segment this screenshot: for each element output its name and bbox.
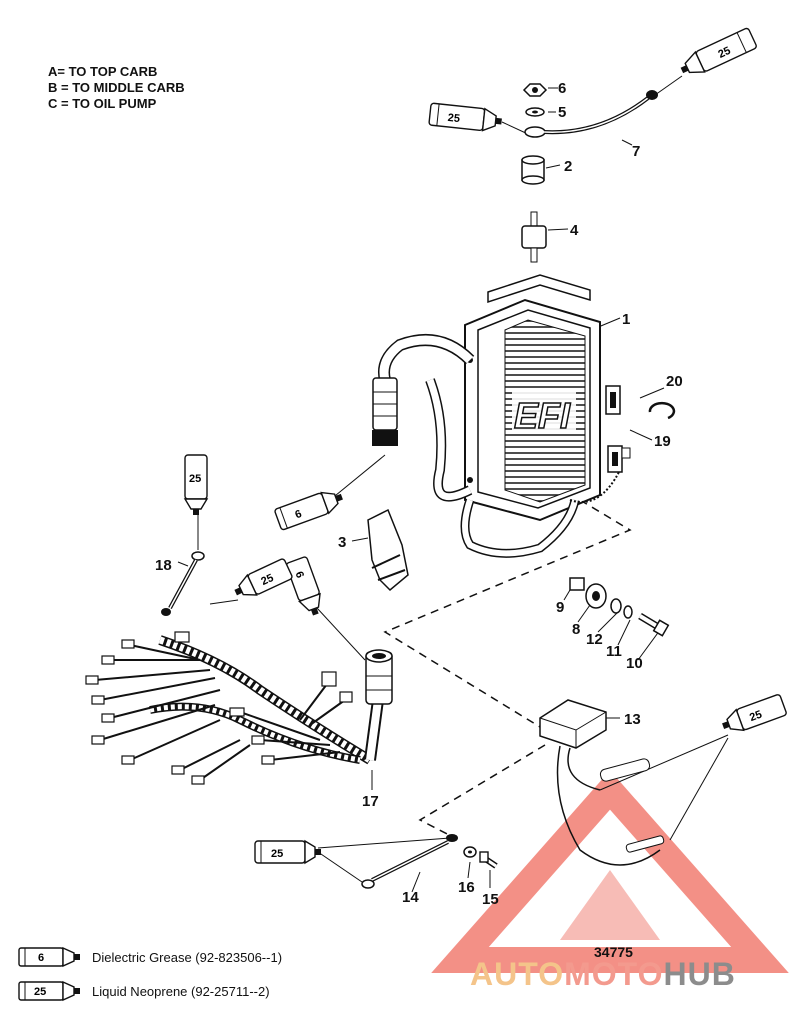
legend-neoprene: 25 Liquid Neoprene (92-25711--2) <box>18 980 270 1002</box>
callout-12: 12 <box>586 631 603 648</box>
tube-label: 25 <box>748 709 764 724</box>
notes-block: A= TO TOP CARB B = TO MIDDLE CARB C = TO… <box>48 64 185 112</box>
callout-2: 2 <box>564 158 572 175</box>
callout-15: 15 <box>482 891 499 908</box>
note-c: C = TO OIL PUMP <box>48 96 157 111</box>
callout-19: 19 <box>654 433 671 450</box>
legend-neoprene-number: 25 <box>34 986 46 998</box>
grease-tube-plug: 6 <box>274 491 343 531</box>
callout-14: 14 <box>402 889 419 906</box>
callout-1: 1 <box>622 311 630 328</box>
grease-tube-icon: 6 <box>18 946 80 968</box>
legend-grease-number: 6 <box>38 952 44 964</box>
watermark-part-2: MOTO <box>564 956 664 992</box>
part-19-connector <box>605 385 631 473</box>
callout-13: 13 <box>624 711 641 728</box>
watermark-logo: AUTOMOTOHUB <box>470 956 736 993</box>
tube-label: 25 <box>259 572 275 588</box>
callout-7: 7 <box>632 143 640 160</box>
callout-20: 20 <box>666 373 683 390</box>
callout-9: 9 <box>556 599 564 616</box>
note-b: B = TO MIDDLE CARB <box>48 80 185 95</box>
part-20-clip <box>648 401 676 420</box>
neoprene-tube-13: 25 <box>722 694 787 732</box>
legend-grease-label: Dielectric Grease (92-823506--1) <box>92 949 283 965</box>
neoprene-tube-18 <box>183 454 209 515</box>
part-15-screw <box>479 851 498 869</box>
grease-tube-harness: 6 <box>285 556 321 616</box>
legend-neoprene-label: Liquid Neoprene (92-25711--2) <box>92 983 270 999</box>
watermark-part-1: AUTO <box>470 956 565 992</box>
note-a: A= TO TOP CARB <box>48 64 158 79</box>
part-6-nut <box>522 83 548 97</box>
part-13-rectifier <box>539 699 665 866</box>
part-1-efi-module: EFI <box>464 274 601 522</box>
harness-terminals <box>85 631 353 785</box>
part-9-bushing <box>569 577 585 591</box>
part-2-spacer <box>521 155 545 185</box>
dashed-ground-lines <box>383 499 632 839</box>
figure-number: 34775 <box>594 944 633 960</box>
tube-label: 6 <box>294 508 304 521</box>
module-harness-cable <box>378 334 580 558</box>
leader-lines <box>177 75 729 893</box>
harness-connector-plug <box>365 649 393 705</box>
neoprene-tube-top-left: 25 <box>428 102 502 132</box>
neoprene-tube-18b: 25 <box>234 558 293 596</box>
callout-5: 5 <box>558 104 566 121</box>
efi-logo: EFI <box>514 395 571 436</box>
tube-18-label: 25 <box>189 473 201 485</box>
callout-16: 16 <box>458 879 475 896</box>
part-8-grommet <box>585 583 607 609</box>
neoprene-tube-14: 25 <box>254 839 321 865</box>
part-16-washer <box>463 846 477 858</box>
callout-17: 17 <box>362 793 379 810</box>
callout-10: 10 <box>626 655 643 672</box>
part-12-washer <box>610 598 622 614</box>
tube-label: 25 <box>716 45 732 61</box>
part-17-main-harness <box>94 635 384 781</box>
callout-4: 4 <box>570 222 579 239</box>
neoprene-tube-icon: 25 <box>18 980 80 1002</box>
callout-3: 3 <box>338 534 346 551</box>
part-18-lead <box>161 551 205 616</box>
part-7-ground-lead <box>524 90 658 138</box>
callout-18: 18 <box>155 557 172 574</box>
tube-label: 25 <box>271 848 283 860</box>
tube-label: 25 <box>447 112 460 125</box>
callout-6: 6 <box>558 80 566 97</box>
watermark-part-3: HUB <box>663 956 736 992</box>
part-5-washer <box>525 107 545 117</box>
legend-grease: 6 Dielectric Grease (92-823506--1) <box>18 946 282 968</box>
tube-label: 6 <box>293 570 306 580</box>
sensor-wire <box>569 469 621 503</box>
part-14-lead <box>361 834 458 889</box>
callout-8: 8 <box>572 621 580 638</box>
part-11-washer <box>623 605 633 619</box>
part-10-bolt <box>638 612 670 637</box>
neoprene-tube-top-right: 25 <box>680 27 757 74</box>
module-connector-plug <box>372 377 398 446</box>
part-3-bracket <box>367 508 409 592</box>
part-4-mount <box>521 211 547 263</box>
callout-numbers: 1 2 3 4 5 6 7 8 9 10 11 12 13 14 15 16 1… <box>155 80 683 908</box>
callout-11: 11 <box>606 643 622 660</box>
watermark-triangle <box>431 770 789 973</box>
